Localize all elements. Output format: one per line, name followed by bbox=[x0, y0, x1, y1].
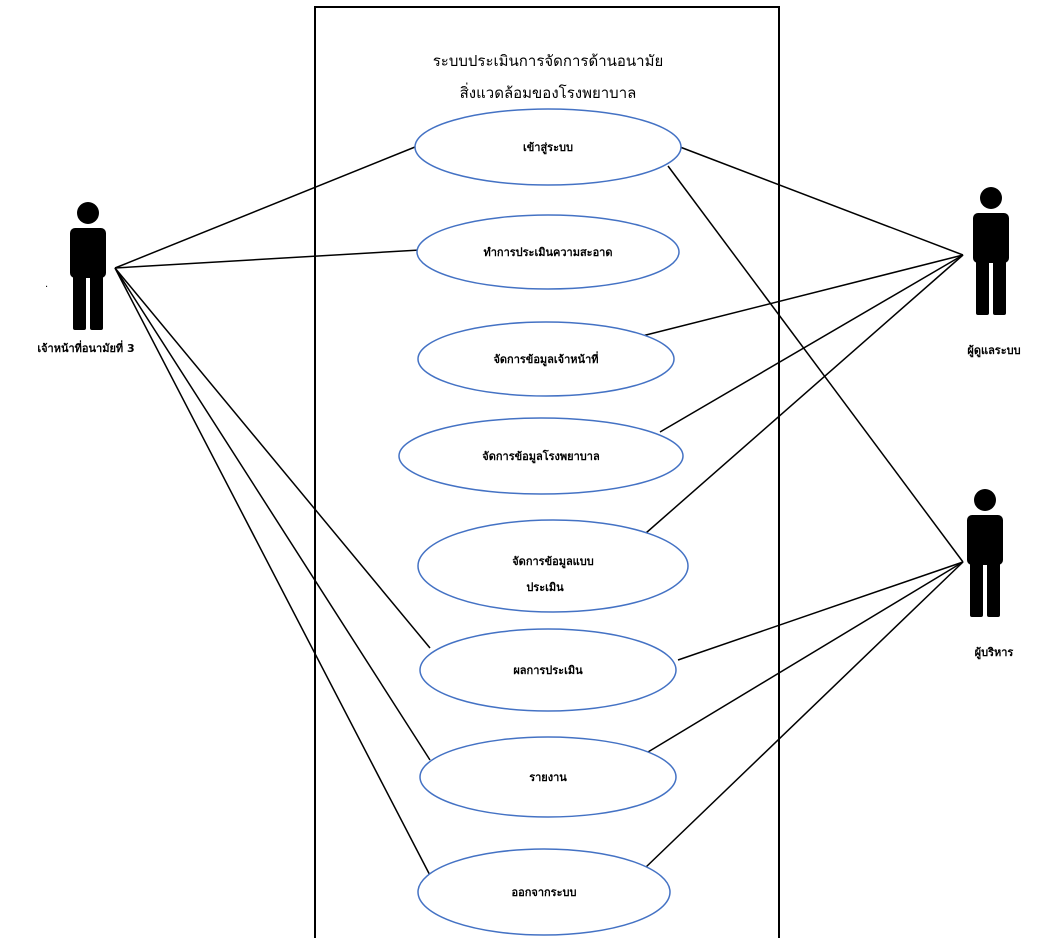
use-case-ellipse bbox=[417, 848, 671, 936]
use-case-ellipse bbox=[419, 736, 677, 818]
actor-auditor-name: ผู้ดูแลระบบ bbox=[967, 344, 1020, 358]
assoc-executive-login bbox=[667, 165, 964, 563]
assoc-auditor-hospital bbox=[659, 254, 964, 433]
use-case-evaluate-cleanliness: ทำการประเมินความสะอาด bbox=[416, 214, 680, 290]
actor-officer: เจ้าหน้าที่อนามัยที่ 3 . bbox=[37, 202, 135, 355]
use-case-label: ออกจากระบบ bbox=[512, 886, 577, 899]
use-case-label: เข้าสู่ระบบ bbox=[523, 141, 573, 155]
system-boundary bbox=[314, 6, 780, 938]
use-case-ellipse bbox=[398, 417, 684, 495]
actor-executive-name: ผู้บริหาร bbox=[975, 646, 1014, 660]
use-case-label: จัดการข้อมูลเจ้าหน้าที่ bbox=[493, 351, 598, 367]
assoc-officer-login bbox=[114, 144, 421, 269]
use-case-label: จัดการข้อมูลโรงพยาบาล bbox=[482, 449, 600, 464]
assoc-auditor-staff bbox=[637, 254, 964, 338]
assoc-auditor-login bbox=[679, 146, 964, 256]
use-case-ellipse bbox=[416, 214, 680, 290]
use-case-manage-form: จัดการข้อมูลแบบ ประเมิน bbox=[417, 519, 689, 613]
use-case-ellipse bbox=[419, 628, 677, 712]
use-case-label: รายงาน bbox=[529, 771, 567, 784]
assoc-officer-evaluate bbox=[114, 249, 421, 269]
assoc-officer-logout bbox=[114, 267, 436, 886]
use-case-label: ผลการประเมิน bbox=[513, 664, 583, 677]
assoc-officer-results bbox=[114, 267, 431, 649]
actor-icon bbox=[70, 202, 106, 330]
associations bbox=[114, 144, 964, 886]
actor-icon bbox=[967, 489, 1003, 617]
assoc-officer-report bbox=[114, 267, 431, 761]
use-case-ellipse bbox=[417, 321, 675, 397]
use-case-ellipse bbox=[417, 519, 689, 613]
stray-mark: . bbox=[45, 279, 48, 290]
use-case-manage-staff: จัดการข้อมูลเจ้าหน้าที่ bbox=[417, 321, 675, 397]
use-case-report: รายงาน bbox=[419, 736, 677, 818]
system-title-line1: ระบบประเมินการจัดการด้านอนามัย bbox=[433, 52, 664, 70]
use-case-logout: ออกจากระบบ bbox=[417, 848, 671, 936]
system-title-line2: สิ่งแวดล้อมของโรงพยาบาล bbox=[460, 82, 637, 102]
assoc-executive-report bbox=[647, 561, 964, 753]
use-case-label-line2: ประเมิน bbox=[526, 581, 564, 594]
use-case-ellipse bbox=[414, 108, 682, 186]
use-case-login: เข้าสู่ระบบ bbox=[414, 108, 682, 186]
use-case-label: ทำการประเมินความสะอาด bbox=[483, 246, 612, 259]
assoc-executive-results bbox=[677, 561, 964, 661]
actor-executive: ผู้บริหาร bbox=[967, 489, 1013, 660]
use-case-results: ผลการประเมิน bbox=[419, 628, 677, 712]
use-case-manage-hospital: จัดการข้อมูลโรงพยาบาล bbox=[398, 417, 684, 495]
actor-officer-name: เจ้าหน้าที่อนามัยที่ 3 bbox=[37, 340, 134, 355]
assoc-executive-logout bbox=[644, 561, 964, 869]
use-case-label-line1: จัดการข้อมูลแบบ bbox=[512, 555, 594, 569]
actor-icon bbox=[973, 187, 1009, 315]
actor-auditor: ผู้ดูแลระบบ bbox=[967, 187, 1021, 358]
assoc-auditor-form bbox=[637, 254, 964, 541]
